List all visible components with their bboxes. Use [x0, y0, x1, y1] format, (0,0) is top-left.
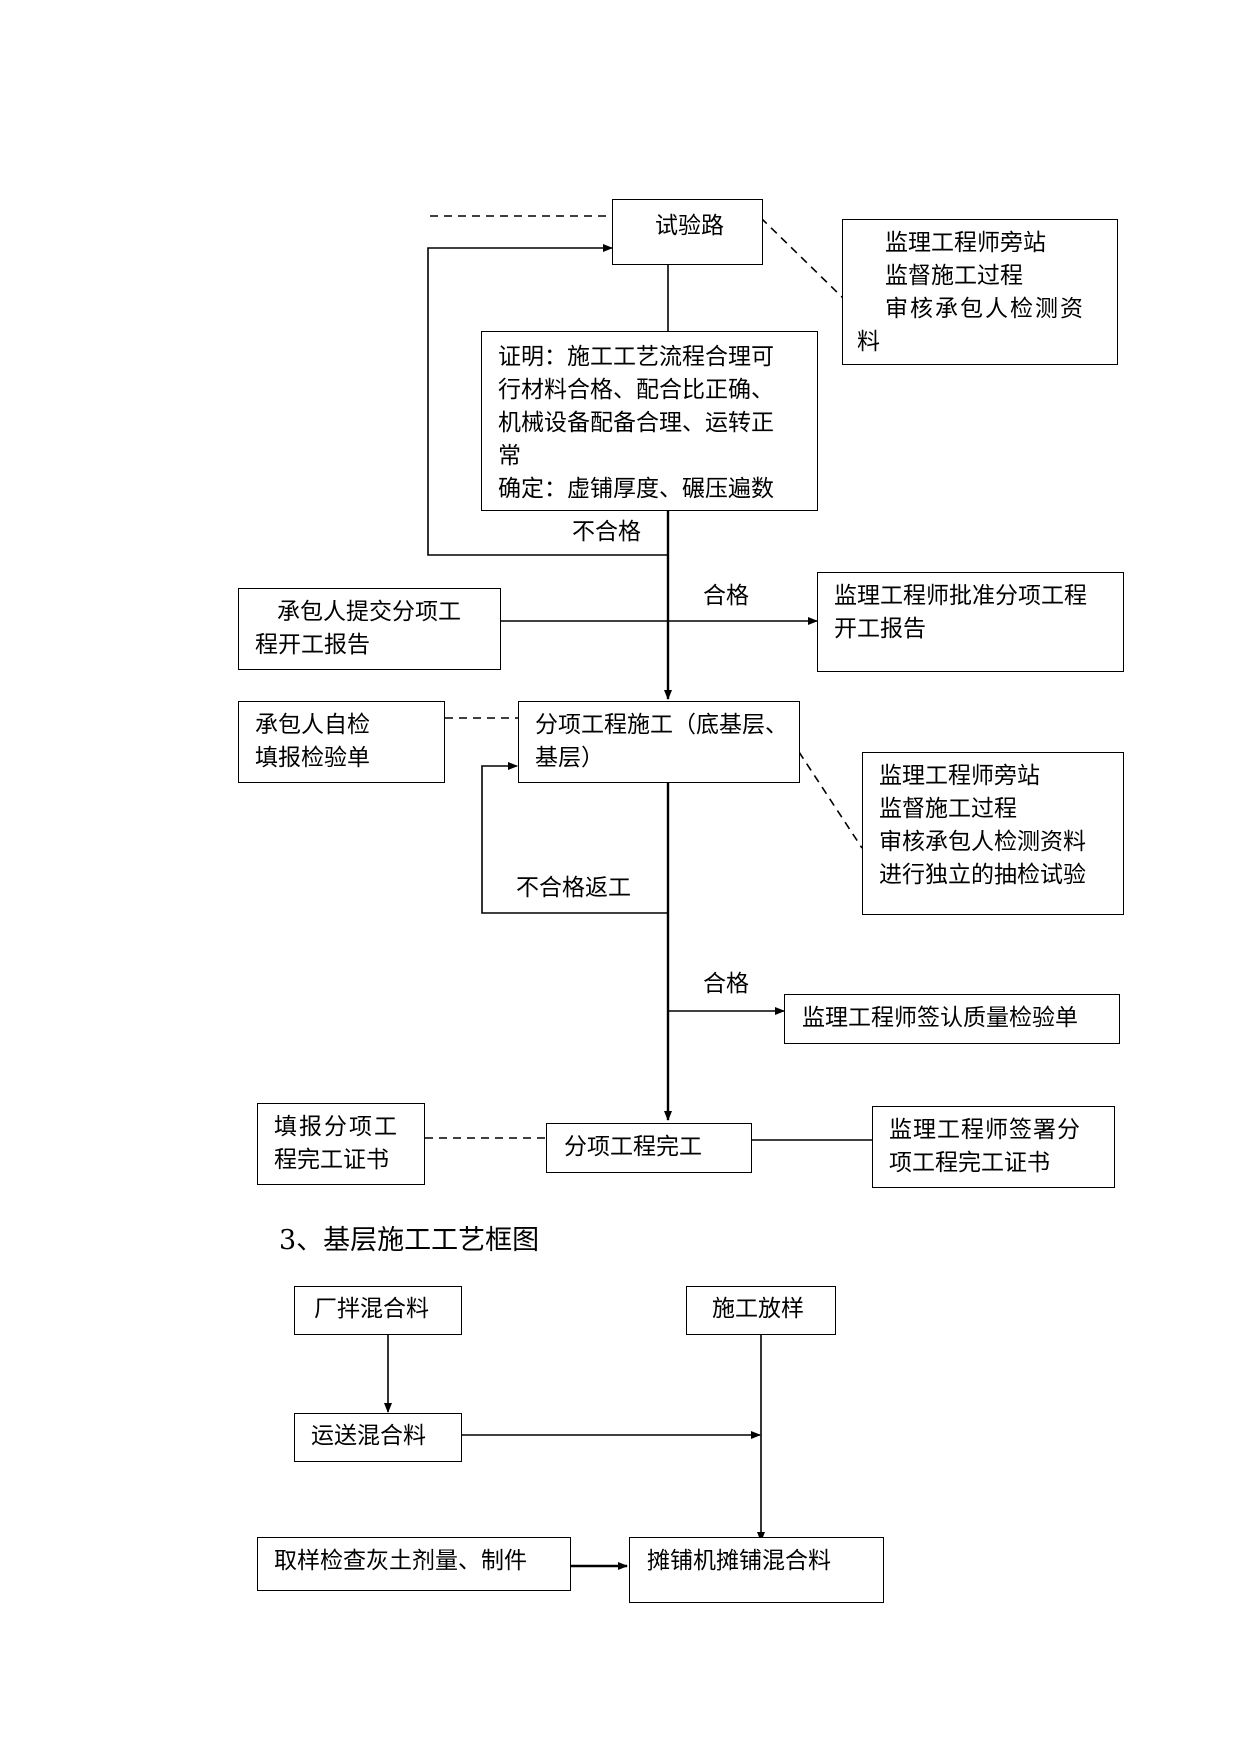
proof-line-2: 行材料合格、配合比正确、	[498, 377, 774, 403]
sign-cert-box: 监理工程师签署分 项工程完工证书	[872, 1106, 1115, 1188]
proof-line-1: 证明：施工工艺流程合理可	[498, 344, 774, 370]
unqualified-label: 不合格	[572, 519, 641, 545]
self-check-line-2: 填报检验单	[255, 745, 370, 771]
self-check-box: 承包人自检 填报检验单	[238, 701, 445, 783]
staking-box: 施工放样	[686, 1286, 836, 1335]
staking-label: 施工放样	[712, 1296, 804, 1322]
approve-start-box: 监理工程师批准分项工程 开工报告	[817, 572, 1124, 672]
qualified-label-1: 合格	[703, 583, 749, 609]
qualified-label-2: 合格	[703, 971, 749, 997]
approve-start-line-1: 监理工程师批准分项工程	[834, 583, 1087, 609]
transport-box: 运送混合料	[294, 1413, 462, 1462]
supervision-top-line-4: 料	[857, 329, 880, 355]
loop-rework	[481, 762, 668, 914]
construction-box: 分项工程施工（底基层、 基层）	[518, 701, 800, 783]
supervision-top-line-2: 监督施工过程	[885, 263, 1023, 289]
construction-line-1: 分项工程施工（底基层、	[535, 712, 788, 738]
supervision-top-box: 监理工程师旁站 监督施工过程 审核承包人检测资 料	[842, 219, 1118, 365]
proof-line-3: 机械设备配备合理、运转正	[498, 410, 774, 436]
fill-cert-line-1: 填报分项工	[274, 1114, 399, 1140]
sign-cert-line-1: 监理工程师签署分	[889, 1117, 1081, 1143]
loop-back-trial-road	[427, 244, 668, 556]
supervision-mid-line-1: 监理工程师旁站	[879, 763, 1040, 789]
sampling-box: 取样检查灰土剂量、制件	[257, 1537, 571, 1591]
approve-start-line-2: 开工报告	[834, 616, 926, 642]
transport-label: 运送混合料	[311, 1423, 426, 1449]
self-check-line-1: 承包人自检	[255, 712, 370, 738]
proof-line-5: 确定：虚铺厚度、碾压遍数	[498, 476, 774, 502]
proof-box: 证明：施工工艺流程合理可 行材料合格、配合比正确、 机械设备配备合理、运转正 常…	[481, 331, 818, 511]
supervision-mid-box: 监理工程师旁站 监督施工过程 审核承包人检测资料 进行独立的抽检试验	[862, 752, 1124, 915]
paving-box: 摊铺机摊铺混合料	[629, 1537, 884, 1603]
construction-line-2: 基层）	[535, 745, 604, 771]
trial-road-box: 试验路	[612, 199, 763, 265]
completion-box: 分项工程完工	[546, 1123, 752, 1173]
supervision-mid-line-3: 审核承包人检测资料	[879, 829, 1086, 855]
sampling-label: 取样检查灰土剂量、制件	[274, 1548, 527, 1574]
contractor-submit-box: 承包人提交分项工 程开工报告	[238, 588, 501, 670]
sign-cert-line-2: 项工程完工证书	[889, 1150, 1050, 1176]
fill-cert-line-2: 程完工证书	[274, 1147, 389, 1173]
section-title: 3、基层施工工艺框图	[279, 1225, 540, 1256]
supervision-top-line-3: 审核承包人检测资	[885, 296, 1085, 322]
dashed-trial-supervision	[760, 217, 844, 299]
sign-quality-label: 监理工程师签认质量检验单	[802, 1005, 1078, 1031]
supervision-mid-line-4: 进行独立的抽检试验	[879, 862, 1086, 888]
trial-road-label: 试验路	[655, 213, 724, 239]
proof-line-4: 常	[498, 443, 521, 469]
plant-mix-label: 厂拌混合料	[314, 1296, 429, 1322]
rework-label: 不合格返工	[516, 875, 631, 901]
plant-mix-box: 厂拌混合料	[294, 1286, 462, 1335]
supervision-top-line-1: 监理工程师旁站	[885, 230, 1046, 256]
contractor-submit-line-2: 程开工报告	[255, 632, 370, 658]
completion-label: 分项工程完工	[564, 1134, 702, 1160]
sign-quality-box: 监理工程师签认质量检验单	[784, 994, 1120, 1044]
contractor-submit-line-1: 承包人提交分项工	[277, 599, 461, 625]
dashed-construction-supervision	[798, 751, 863, 849]
fill-cert-box: 填报分项工 程完工证书	[257, 1103, 425, 1185]
paving-label: 摊铺机摊铺混合料	[647, 1548, 831, 1574]
supervision-mid-line-2: 监督施工过程	[879, 796, 1017, 822]
